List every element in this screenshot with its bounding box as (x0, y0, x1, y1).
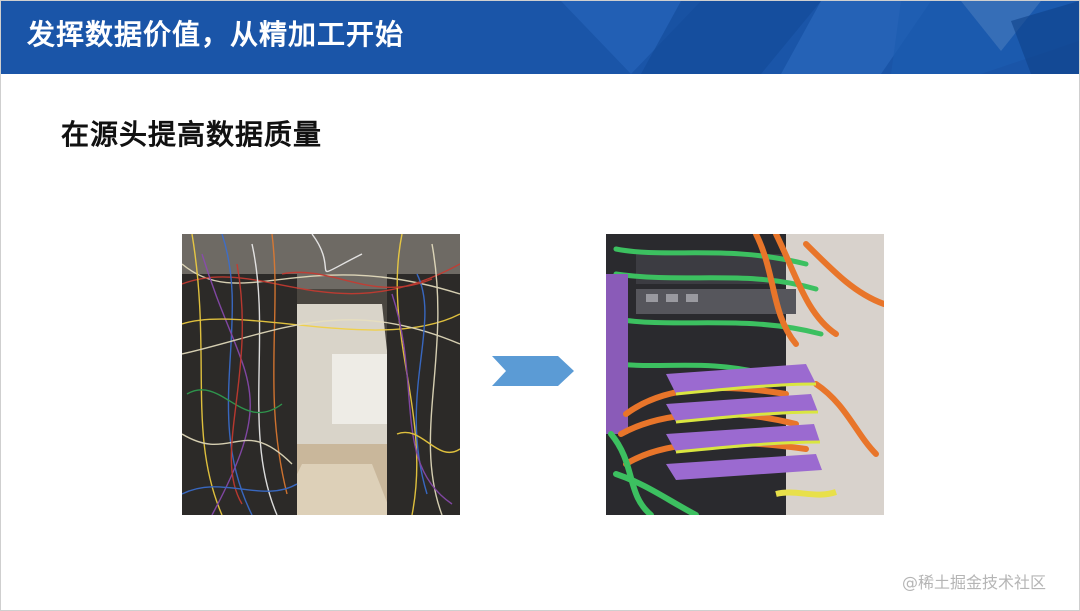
organized-cabling-photo (606, 234, 884, 515)
header-decoration (561, 1, 1079, 74)
slide-subtitle: 在源头提高数据质量 (61, 118, 323, 151)
header-bar: 发挥数据价值，从精加工开始 (1, 1, 1079, 74)
header-title: 发挥数据价值，从精加工开始 (27, 18, 405, 51)
watermark: @稀土掘金技术社区 (902, 573, 1047, 592)
chevron-right-arrow (492, 356, 574, 386)
messy-cabling-photo (182, 234, 460, 515)
